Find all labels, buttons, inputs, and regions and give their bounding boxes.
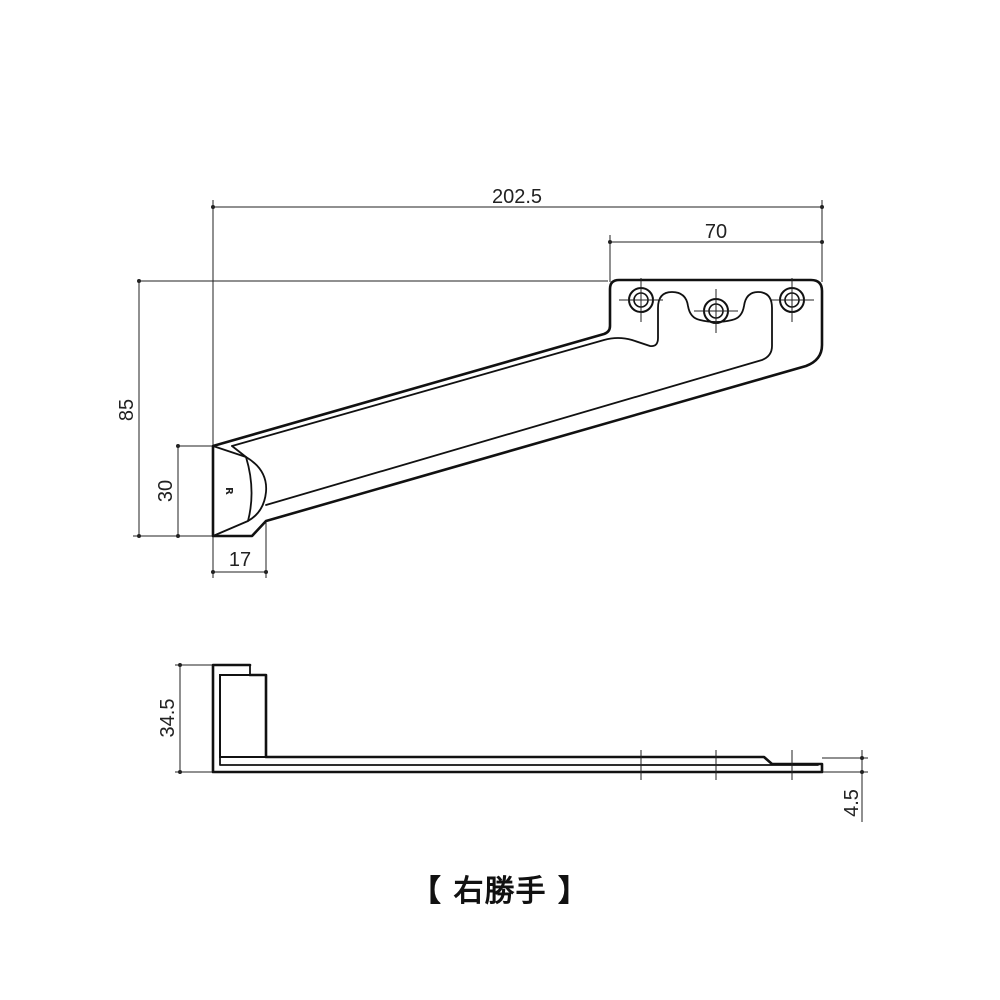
dimension-hole-span: 70 bbox=[608, 221, 824, 282]
side-tip-block bbox=[219, 674, 267, 758]
total-length-label: 202.5 bbox=[492, 186, 542, 208]
side-profile-inner bbox=[219, 664, 819, 766]
hole-span-label: 70 bbox=[705, 221, 727, 243]
tip-height-label: 30 bbox=[155, 480, 177, 502]
dimension-tip-height: 30 bbox=[155, 444, 213, 538]
side-profile-outline bbox=[211, 663, 824, 774]
dimension-thickness: 4.5 bbox=[822, 750, 868, 822]
part-mark-r: R bbox=[223, 487, 234, 495]
mounting-hole-left bbox=[619, 278, 663, 322]
top-view: 202.5 70 85 30 bbox=[116, 186, 824, 578]
tip-width-label: 17 bbox=[229, 549, 251, 571]
mounting-hole-right bbox=[770, 278, 814, 322]
bracket-outline bbox=[211, 278, 824, 538]
height-label: 85 bbox=[116, 399, 138, 421]
drawing-caption: 【 右勝手 】 bbox=[411, 874, 589, 909]
bracket-inner-edge bbox=[231, 291, 773, 506]
dimension-side-height: 34.5 bbox=[157, 663, 213, 774]
thickness-label: 4.5 bbox=[841, 789, 863, 817]
bracket-tip-cap bbox=[212, 445, 268, 537]
side-height-label: 34.5 bbox=[157, 699, 179, 738]
dimension-tip-width: 17 bbox=[211, 520, 268, 578]
mounting-hole-center bbox=[694, 289, 738, 333]
side-view: 34.5 4.5 bbox=[157, 663, 868, 822]
dimension-total-length: 202.5 bbox=[211, 186, 824, 446]
dimension-height: 85 bbox=[116, 279, 608, 538]
